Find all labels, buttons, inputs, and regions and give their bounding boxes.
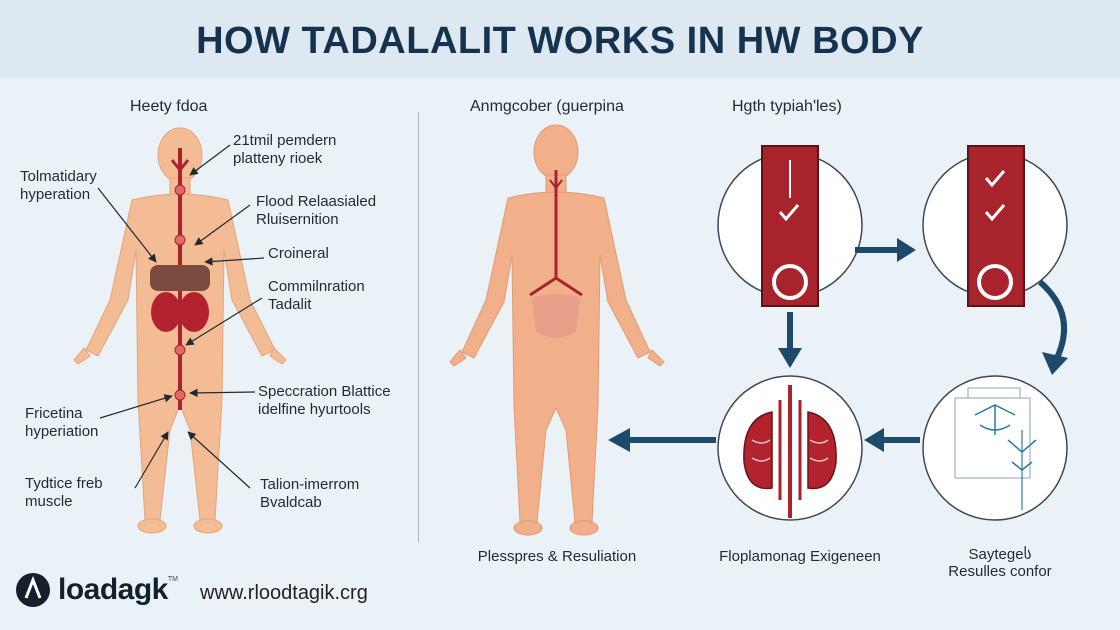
panel-divider [418,112,419,542]
middle-vessel-system [529,170,583,338]
footer-url-link[interactable]: www.rloodtagik.crg [200,582,368,604]
middle-section-title: Anmgcober (guerpina [470,98,624,115]
logo-text: loadagk [58,573,168,606]
logo-mark-icon [16,573,50,607]
header-banner: HOW TADALALIT WORKS IN HW BODY [0,0,1120,78]
left-section-title: Heety fdoa [130,98,208,115]
page-title: HOW TADALALIT WORKS IN HW BODY [196,19,924,62]
caption-middle: Plesspres & Resuliation [477,548,637,565]
left-callout-lines [97,144,265,489]
caption-lungs: Floplamonag Exigeneen [719,548,881,565]
middle-body-figure [449,124,665,536]
footer-logo[interactable]: loadagk TM [16,570,178,610]
right-section-title: Hgth typiah'les) [732,98,842,115]
label-croineral: Croineral [268,245,329,262]
vessel-circle-1 [717,145,863,307]
flow-arrows [608,238,1068,452]
left-vessel-system [150,148,210,410]
vessel-circle-2 [922,145,1068,307]
schematic-circle [922,375,1068,521]
lungs-circle [717,375,863,521]
logo-trademark: TM [167,576,178,583]
